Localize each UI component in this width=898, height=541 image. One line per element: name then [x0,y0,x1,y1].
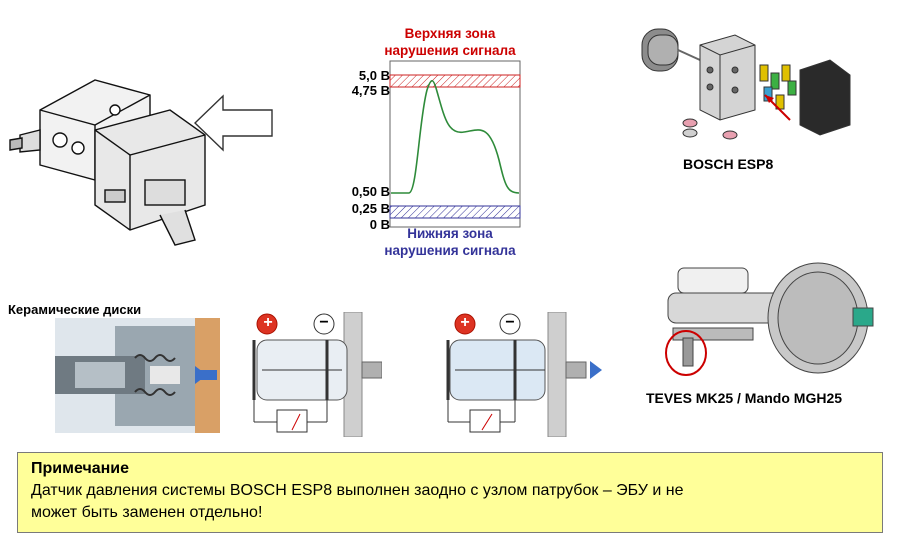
bosch-caption: BOSCH ESP8 [683,156,774,172]
tick-475v: 4,75 В [351,83,390,98]
capacitive-sensor-rest [252,312,382,437]
ceramic-disks-caption: Керамические диски [8,302,142,317]
note-text-line1: Датчик давления системы BOSCH ESP8 выпол… [31,482,684,499]
plus-sign-2: + [460,314,470,331]
note-text-line2: может быть заменен отдельно! [31,504,263,521]
minus-sign-2: − [505,314,515,331]
upper-fault-zone [389,74,521,88]
minus-sign-1: − [319,314,329,331]
signal-chart [389,60,521,228]
bosch-esp8-exploded-view [641,28,851,140]
capacitive-sensor-pressure [446,312,602,437]
tick-5v: 5,0 В [358,68,390,83]
signal-curve [391,79,520,194]
plus-sign-1: + [263,314,273,331]
tick-025v: 0,25 В [351,201,390,216]
upper-zone-label: Верхняя зона нарушения сигнала [384,26,516,58]
abs-unit-illustration [9,79,206,246]
teves-caption: TEVES MK25 / Mando MGH25 [646,390,843,406]
master-cylinder-illustration [665,262,874,376]
note-box: Примечание Датчик давления системы BOSCH… [17,452,883,533]
arrow-left-icon [193,94,273,152]
note-title: Примечание [31,460,130,477]
lower-zone-label: Нижняя зона нарушения сигнала [384,226,516,258]
tick-0v: 0 В [369,217,390,232]
tick-050v: 0,50 В [351,184,390,199]
ceramic-sensor-cross-section [55,318,220,433]
lower-fault-zone [389,205,521,219]
